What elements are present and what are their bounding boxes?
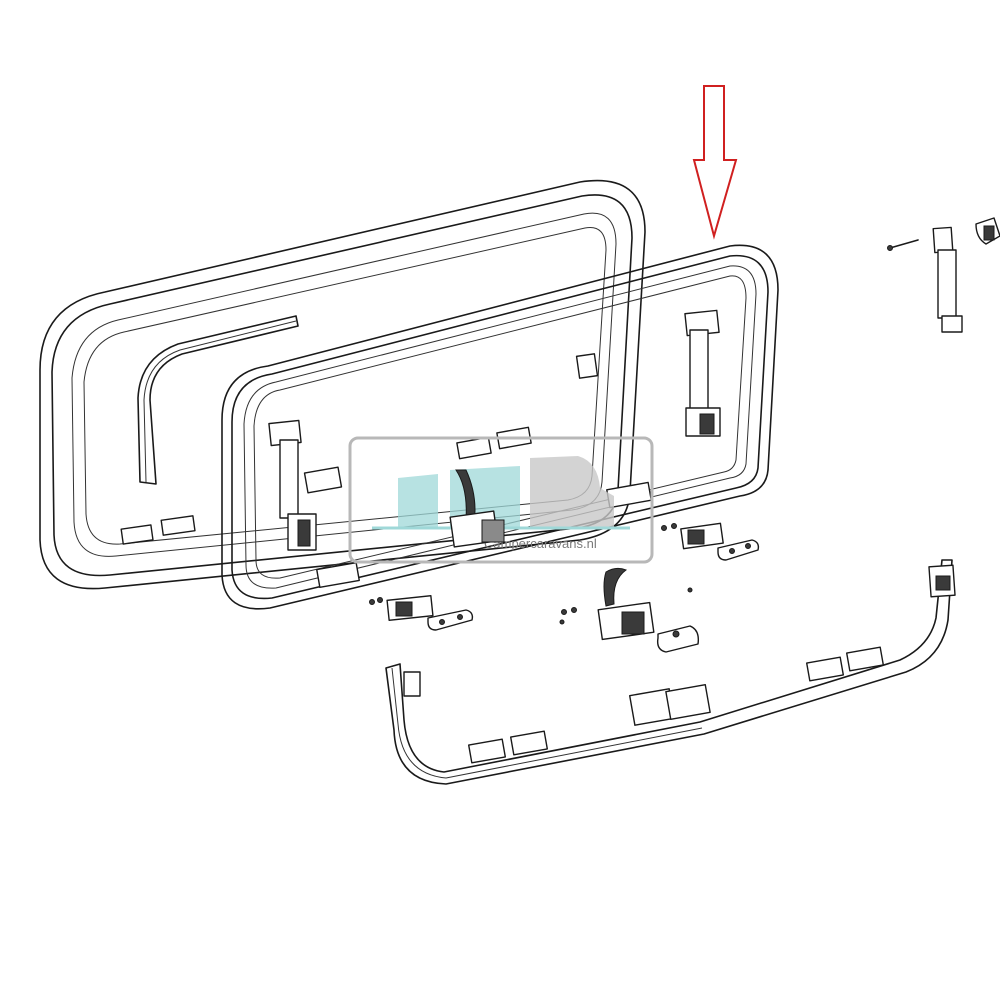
watermark-camper-shape <box>530 456 614 528</box>
stay-arm-parts <box>887 217 1000 333</box>
latch-parts-right <box>661 522 760 561</box>
watermark-frame <box>348 436 654 564</box>
bottom-rail <box>385 559 956 785</box>
watermark-text: Campercaravans.nl <box>484 536 597 551</box>
indicator-arrow <box>692 85 738 240</box>
front-frame-stay-left <box>268 419 317 551</box>
watermark-logo: Campercaravans.nl <box>348 436 654 564</box>
arrow-down-icon <box>692 85 738 240</box>
latch-parts-left <box>369 595 474 631</box>
outer-window-frame <box>39 179 646 590</box>
front-frame-stay-right <box>684 309 721 437</box>
center-latch-handle <box>449 469 505 548</box>
seal-strip <box>137 315 299 485</box>
inner-window-frame <box>221 244 779 610</box>
bottom-rail-hinges <box>467 646 885 764</box>
back-frame-hinges <box>120 353 599 545</box>
latch-parts-center <box>559 567 700 653</box>
